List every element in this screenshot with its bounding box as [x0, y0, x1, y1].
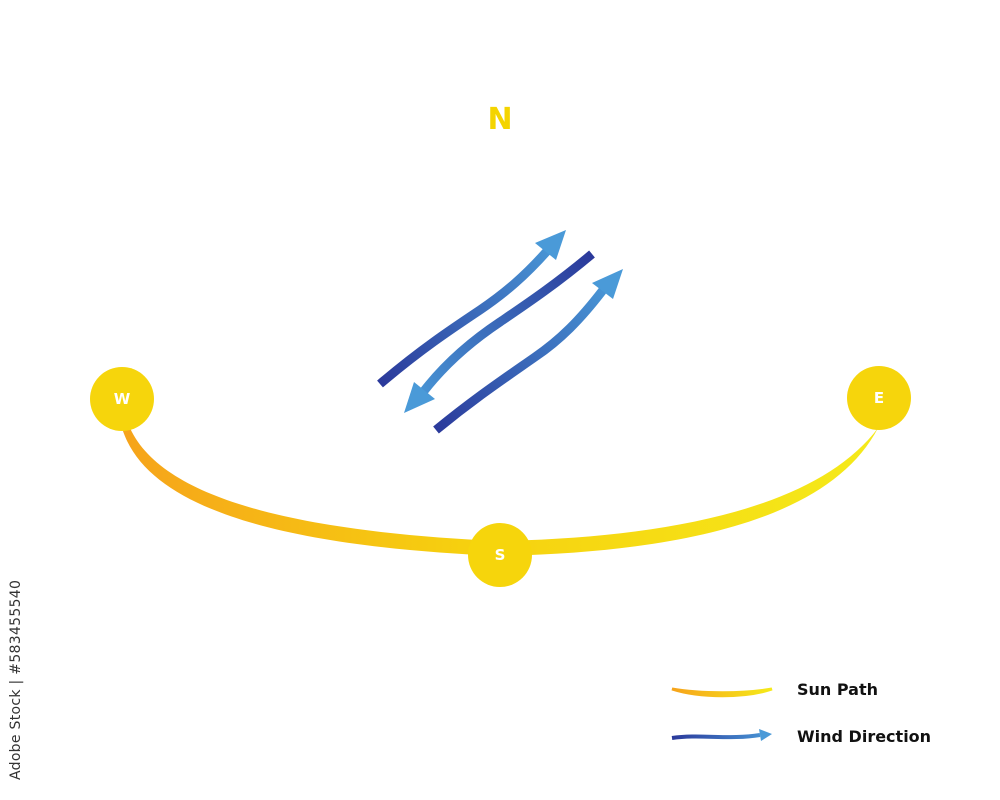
- sun-path-arc: [122, 428, 878, 556]
- wind-arrow-1: [377, 247, 552, 388]
- west-label: W: [113, 390, 131, 408]
- sun-south: S: [468, 523, 532, 587]
- legend-sun-path-swatch: [671, 687, 773, 698]
- south-label: S: [494, 546, 506, 564]
- sun-east: E: [847, 366, 911, 430]
- legend-wind-direction-swatch: [671, 733, 761, 740]
- wind-arrows: [377, 230, 623, 434]
- wind-arrowhead-3: [592, 269, 623, 299]
- wind-arrow-2: [420, 250, 595, 394]
- wind-arrowhead-1: [535, 230, 566, 260]
- wind-arrow-3: [433, 287, 607, 434]
- legend-sun-path-label: Sun Path: [797, 680, 879, 699]
- legend-wind-arrowhead: [759, 729, 772, 741]
- north-label: N: [487, 102, 513, 137]
- stock-watermark: Adobe Stock | #583455540: [8, 579, 24, 780]
- sun-west: W: [90, 367, 154, 431]
- east-label: E: [873, 389, 885, 407]
- wind-arrowhead-2: [404, 382, 435, 413]
- legend-wind-direction-label: Wind Direction: [797, 727, 932, 746]
